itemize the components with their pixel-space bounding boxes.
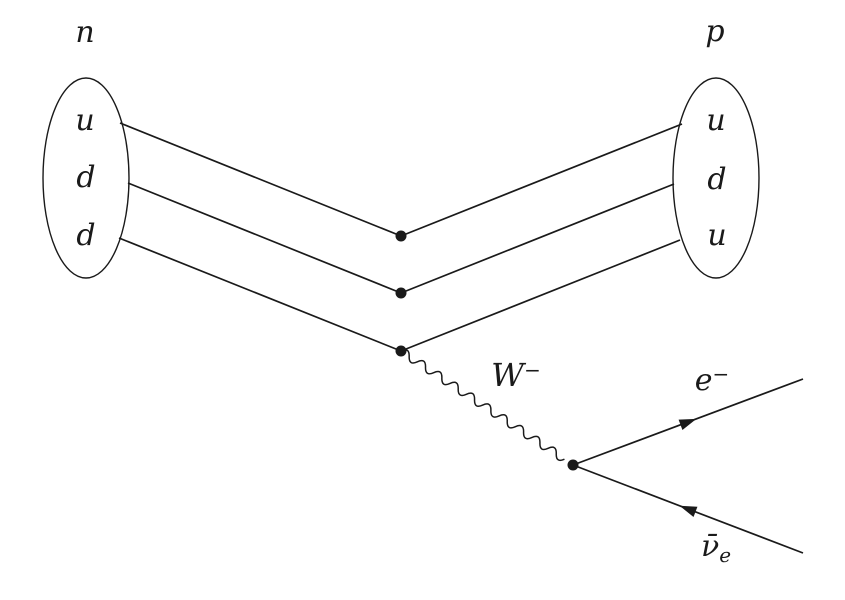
- proton-quark-label-u2: u: [707, 221, 726, 251]
- quark-text: d: [76, 160, 96, 195]
- antineutrino-flavor: e: [719, 543, 732, 567]
- proton-label: p: [705, 17, 724, 47]
- w-boson-base: W: [491, 356, 525, 394]
- quark-text: u: [75, 103, 95, 138]
- neutron-quark-label-d1: d: [76, 163, 95, 193]
- electron-label: e−: [694, 363, 730, 398]
- electron-charge: −: [712, 362, 730, 386]
- proton-blob: [672, 77, 760, 279]
- antineutrino-direction-arrow-icon: [679, 505, 698, 517]
- proton-quark-label-d: d: [707, 165, 726, 195]
- neutron-quark-label-d2: d: [76, 221, 95, 251]
- quark-text: d: [76, 218, 96, 253]
- proton-label-text: p: [705, 14, 725, 49]
- quark-text: u: [706, 103, 726, 138]
- vertex-dot-u: [395, 230, 407, 242]
- w-boson-charge: −: [524, 358, 541, 382]
- neutron-label-text: n: [75, 15, 95, 50]
- antineutrino-label: ν̄e: [700, 529, 731, 566]
- w-boson-wave: [400, 349, 565, 462]
- proton-quark-label-u1: u: [706, 106, 725, 136]
- neutron-label: n: [75, 18, 94, 48]
- w-boson-label: W−: [491, 359, 541, 391]
- vertex-dot-w-emission: [395, 345, 407, 357]
- neutron-quark-label-u: u: [75, 106, 94, 136]
- antineutrino-base: ν̄: [700, 529, 720, 564]
- vertex-dot-d: [395, 287, 407, 299]
- electron-direction-arrow-icon: [678, 418, 697, 430]
- quark-text: d: [707, 162, 727, 197]
- quark-line-u: [119, 122, 683, 237]
- quark-text: u: [707, 218, 727, 253]
- electron-base: e: [694, 363, 713, 398]
- vertex-dot-lepton: [567, 459, 579, 471]
- neutron-blob: [42, 77, 130, 279]
